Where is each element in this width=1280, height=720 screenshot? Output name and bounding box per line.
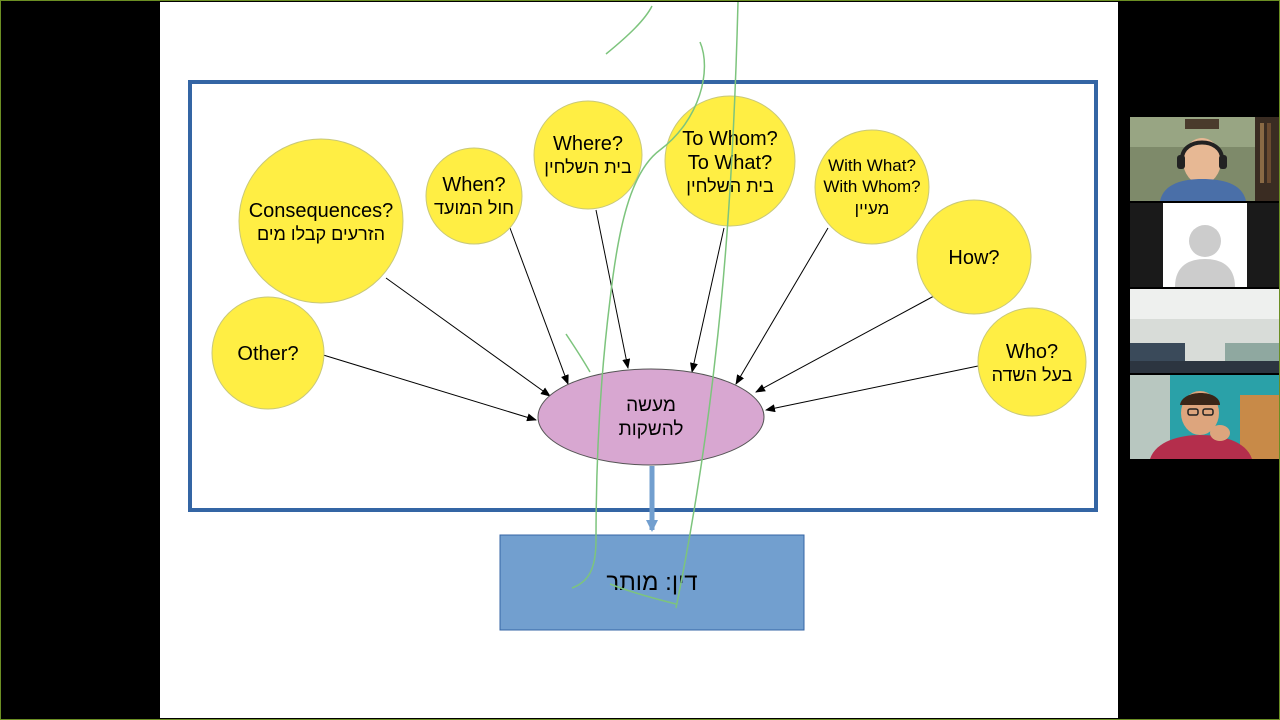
node-to-whom: To Whom? To What? בית השלחין — [665, 96, 795, 226]
arrow-other — [320, 354, 536, 420]
node-label-hebrew: הזרעים קבלו מים — [257, 224, 385, 244]
arrow-to-whom — [692, 228, 724, 372]
node-how: How? — [917, 200, 1031, 314]
node-label: Where? — [553, 133, 623, 155]
node-label-hebrew: בעל השדה — [992, 365, 1073, 385]
student-video — [1130, 375, 1280, 459]
participant-tile-no-video[interactable] — [1130, 203, 1280, 287]
arrow-how — [756, 296, 934, 392]
node-label-hebrew: חול המועד — [434, 198, 514, 218]
presenter-video — [1130, 117, 1280, 201]
node-label: Other? — [237, 343, 298, 365]
node-label: With What? — [828, 156, 916, 175]
participant-gallery — [1130, 117, 1280, 457]
participant-tile-presenter[interactable] — [1130, 117, 1280, 201]
shared-slide: Consequences? הזרעים קבלו מים When? חול … — [160, 2, 1118, 718]
participant-tile-room[interactable] — [1130, 289, 1280, 373]
node-when: When? חול המועד — [426, 148, 522, 244]
node-label: Consequences? — [249, 200, 394, 222]
result-box: דין: מותר — [500, 535, 804, 630]
diagram-canvas: Consequences? הזרעים קבלו מים When? חול … — [160, 2, 1118, 718]
node-label: To What? — [688, 152, 772, 174]
node-label: How? — [948, 247, 999, 269]
result-label: דין: מותר — [606, 569, 697, 596]
room-camera — [1130, 289, 1280, 373]
pen-stroke — [606, 6, 652, 54]
node-label-hebrew: בית השלחין — [544, 157, 632, 177]
node-where: Where? בית השלחין — [534, 101, 642, 209]
node-label: With Whom? — [823, 177, 920, 196]
node-who: Who? בעל השדה — [978, 308, 1086, 416]
node-with-what: With What? With Whom? מעיין — [815, 130, 929, 244]
arrow-who — [766, 366, 978, 410]
node-consequences: Consequences? הזרעים קבלו מים — [239, 139, 403, 303]
participant-tile-student[interactable] — [1130, 375, 1280, 459]
node-label-hebrew: מעיין — [855, 199, 890, 218]
arrow-when — [510, 228, 568, 384]
pen-stroke — [566, 334, 590, 372]
node-label: When? — [442, 174, 505, 196]
center-node: מעשה להשקות — [538, 369, 764, 465]
center-label: להשקות — [619, 419, 684, 440]
avatar-placeholder — [1130, 203, 1280, 287]
node-label: Who? — [1006, 341, 1058, 363]
node-other: Other? — [212, 297, 324, 409]
node-label: To Whom? — [682, 128, 778, 150]
center-label: מעשה — [626, 395, 676, 416]
arrow-consequences — [386, 278, 550, 396]
